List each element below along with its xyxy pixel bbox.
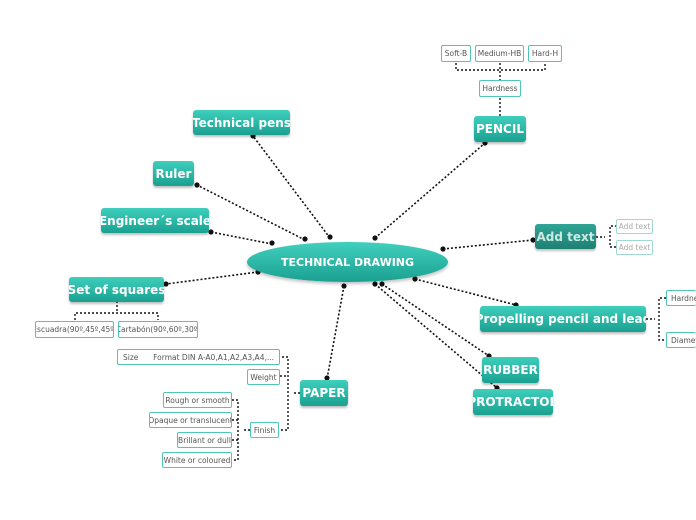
paper-size-label: Size (123, 352, 139, 362)
connector-paper-bracket (280, 356, 300, 431)
branch-ruler[interactable]: Ruler (153, 161, 194, 186)
connector-paper (326, 285, 345, 380)
connector-propelling (414, 278, 517, 306)
propelling-diameter-node[interactable]: Diamete (666, 332, 696, 348)
connector-squares-bracket (74, 301, 159, 320)
propelling-hardness-node[interactable]: Hardne (666, 290, 696, 306)
pencil-soft-node[interactable]: Soft-B (441, 45, 471, 62)
branch-technical-pens[interactable]: Technical pens (193, 110, 290, 135)
branch-protractor[interactable]: PROTRACTOR (473, 389, 553, 415)
connector-set-of-squares (165, 271, 259, 285)
branch-set-of-squares[interactable]: Set of squares (69, 277, 164, 302)
branch-pencil[interactable]: PENCIL (474, 116, 526, 142)
connector-hardness-bracket (455, 63, 546, 81)
connector-add-text (442, 239, 534, 250)
pencil-hardness-node[interactable]: Hardness (479, 80, 521, 97)
finish-white-node[interactable]: White or coloured (162, 452, 232, 468)
connector-rubber (381, 283, 490, 357)
branch-paper[interactable]: PAPER (300, 380, 348, 406)
pencil-hard-node[interactable]: Hard-H (528, 45, 562, 62)
branch-add-text[interactable]: Add text (535, 224, 596, 249)
paper-size-value: Format DIN A-A0,A1,A2,A3,A4,... (153, 352, 274, 362)
finish-opaque-node[interactable]: Opaque or translucent (149, 412, 232, 428)
connector-ruler (196, 184, 306, 241)
paper-weight-node[interactable]: Weight (247, 369, 280, 385)
central-topic[interactable]: TECHNICAL DRAWING (247, 242, 448, 282)
pencil-medium-node[interactable]: Medium-HB (475, 45, 524, 62)
connector-pencil (374, 142, 486, 239)
branch-rubber[interactable]: RUBBER (482, 357, 539, 383)
finish-brillant-node[interactable]: Brillant or dull (177, 432, 232, 448)
paper-finish-node[interactable]: Finish (250, 422, 279, 438)
squares-cartabon-node[interactable]: Cartabón(90º,60º,30º) (118, 321, 198, 338)
add-text-sub-2[interactable]: Add text (616, 240, 653, 255)
connector-addtext-bracket (596, 225, 617, 248)
paper-size-node[interactable]: Size Format DIN A-A0,A1,A2,A3,A4,... (117, 349, 280, 365)
branch-engineers-scale[interactable]: Engineer´s scale (101, 208, 209, 233)
connector-engineers-scale (210, 231, 273, 245)
connector-technical-pens (252, 135, 331, 239)
connector-finish-bracket (232, 399, 250, 461)
connector-protractor (374, 283, 498, 389)
finish-rough-node[interactable]: Rough or smooth (163, 392, 232, 408)
add-text-sub-1[interactable]: Add text (616, 219, 653, 234)
squares-escuadra-node[interactable]: Escuadra(90º,45º,45º) (35, 321, 114, 338)
branch-propelling-pencil[interactable]: Propelling pencil and lead (480, 306, 646, 332)
connector-propelling-bracket (646, 297, 666, 341)
